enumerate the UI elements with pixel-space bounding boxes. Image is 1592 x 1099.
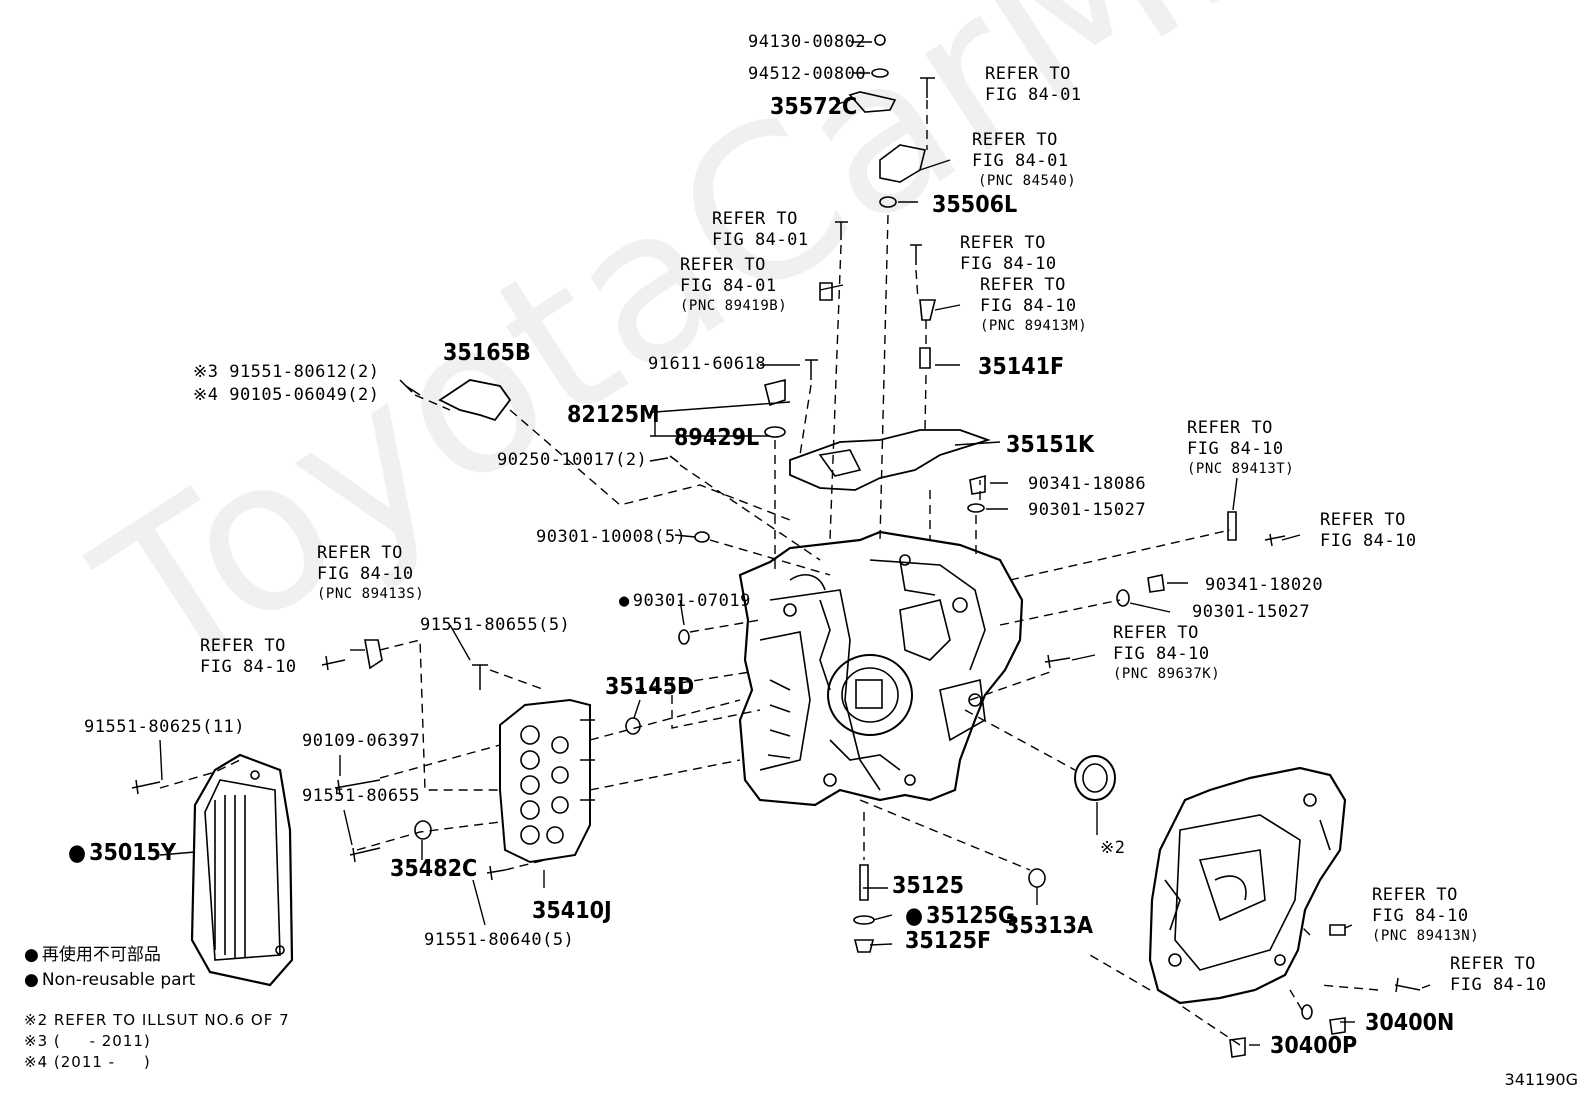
part-label-91551-80640: 91551-80640(5) [424,930,575,950]
note-2: ※2 REFER TO ILLSUT NO.6 OF 7 [24,1011,290,1029]
note-mark-2: ※2 [1100,838,1126,858]
part-label-35151k: 35151K [1006,432,1095,458]
part-label-35141f: 35141F [978,354,1065,380]
note-3: ※3 ( - 2011) [24,1032,151,1050]
part-label-35313a: 35313A [1005,913,1094,939]
legend-jp: 再使用不可部品 [24,944,161,966]
part-label-89429l: 89429L [674,425,760,451]
part-label-35125g: 35125G [905,903,1015,929]
part-label-35572c: 35572C [770,94,858,120]
part-label-35145d: 35145D [605,674,695,700]
part-label-35410j: 35410J [532,898,612,924]
part-label-35482c: 35482C [390,856,478,882]
part-label-91611: 91611-60618 [648,354,767,374]
valve-cover-plate [789,429,991,491]
assembly-dashed-lines [159,100,1379,1046]
leader-lines [159,41,1431,1046]
note-4: ※4 (2011 - ) [24,1053,151,1071]
legend-en: Non-reusable part [24,969,195,991]
part-label-90341-18020: 90341-18020 [1205,575,1324,595]
valve-body [499,698,595,864]
part-label-94512: 94512-00800 [748,64,867,84]
small-parts [364,34,1346,1058]
transaxle-case [738,530,1024,807]
part-label-90105: ※4 90105-06049(2) [193,385,380,405]
part-label-35125: 35125 [892,873,964,899]
part-label-91551-80625: 91551-80625(11) [84,717,246,737]
part-label-30400n: 30400N [1365,1010,1455,1036]
part-label-82125m: 82125M [567,402,660,428]
part-label-30400p: 30400P [1270,1033,1358,1059]
figure-code: 341190G [1504,1070,1578,1089]
part-label-90301-15027-b: 90301-15027 [1192,602,1311,622]
part-label-91551-80655: 91551-80655 [302,786,421,806]
part-label-35015y: 35015Y [68,840,176,866]
part-label-90250: 90250-10017(2) [497,450,648,470]
transaxle-side-cover [1148,766,1347,1005]
oil-pan [190,753,294,987]
part-label-90301-07019: 90301-07019 [619,591,751,611]
part-label-35125f: 35125F [905,928,992,954]
bracket-35165b [438,379,512,422]
part-label-90301-15027-a: 90301-15027 [1028,500,1147,520]
part-label-35165b: 35165B [443,340,531,366]
part-label-90301-10008: 90301-10008(5) [536,527,687,547]
part-label-94130: 94130-00802 [748,32,867,52]
bolts [131,77,1421,993]
part-label-91551-80655-5: 91551-80655(5) [420,615,571,635]
part-label-90341-18086: 90341-18086 [1028,474,1147,494]
part-label-91551-80612: ※3 91551-80612(2) [193,362,380,382]
part-label-35506l: 35506L [932,192,1018,218]
part-label-90109: 90109-06397 [302,731,421,751]
